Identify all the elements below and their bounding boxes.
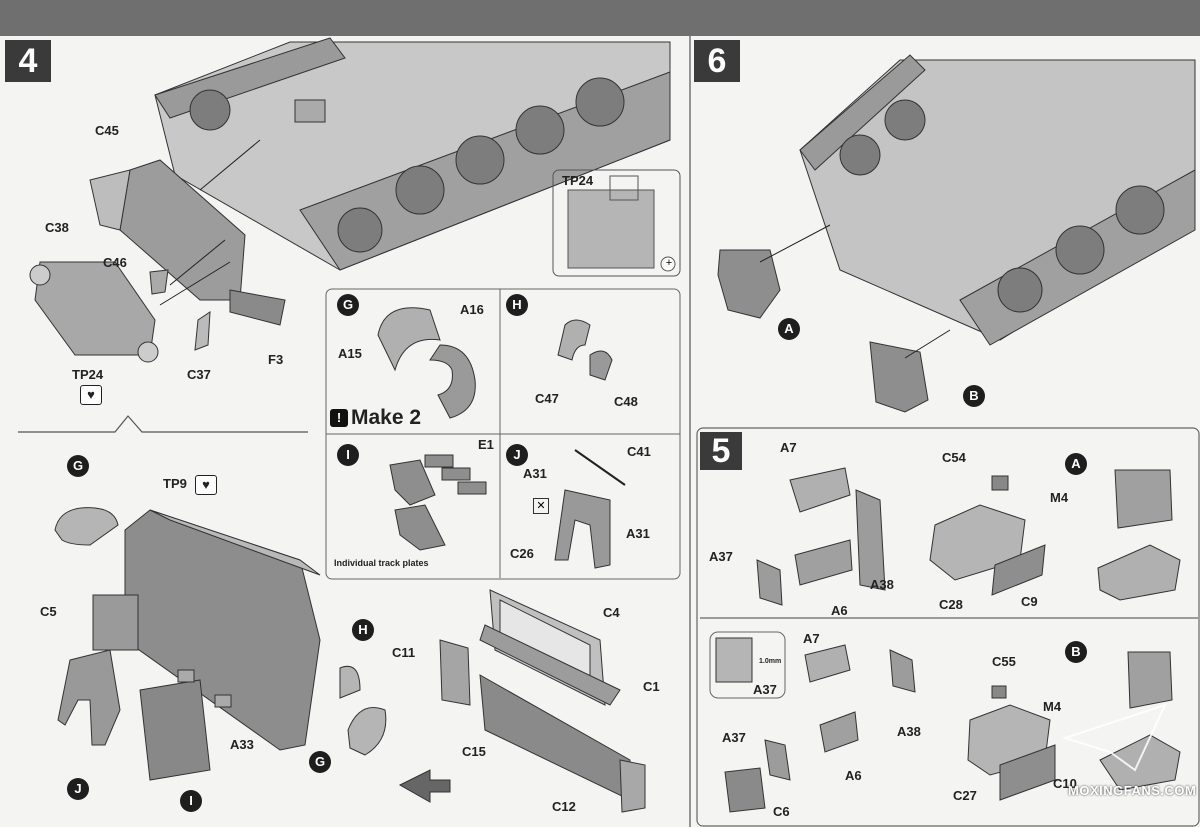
watermark-text: MOXINGFANS.COM xyxy=(1068,783,1197,798)
part-c45: C45 xyxy=(95,123,119,138)
part-a38-b: A38 xyxy=(897,724,921,739)
part-f3: F3 xyxy=(268,352,284,367)
part-c46: C46 xyxy=(103,255,127,270)
inset-thickness: 1.0mm xyxy=(759,658,782,665)
track-plates-i xyxy=(389,454,487,551)
callout-g: G xyxy=(337,294,359,316)
part-a6-b: A6 xyxy=(845,768,862,783)
step-6-badge: 6 xyxy=(694,40,740,82)
zoom-in-icon: + xyxy=(665,257,673,269)
hull-underside-4 xyxy=(154,37,671,271)
part-a7-b: A7 xyxy=(803,631,820,646)
callout-g-top: G xyxy=(67,455,89,477)
warning-icon: ! xyxy=(330,409,348,427)
make-2-note: Make 2 xyxy=(351,406,422,429)
part-c11: C11 xyxy=(392,645,416,660)
tow-hook-j xyxy=(554,449,626,569)
part-c48: C48 xyxy=(614,394,638,409)
exhaust-pipe-g xyxy=(377,307,476,419)
part-c6: C6 xyxy=(773,804,790,819)
part-e1: E1 xyxy=(478,437,494,452)
part-a7-a: A7 xyxy=(780,440,797,455)
part-c4: C4 xyxy=(603,605,620,620)
stowage-box-b xyxy=(709,631,1181,813)
part-c47: C47 xyxy=(535,391,559,406)
hull-underside-6 xyxy=(717,54,1196,413)
rear-plate-assembly xyxy=(29,139,286,363)
part-a33: A33 xyxy=(230,737,254,752)
broken-heart-icon-tp9: ♥ xyxy=(195,475,217,495)
callout-i-lower: I xyxy=(180,790,202,812)
part-c9: C9 xyxy=(1021,594,1038,609)
step-4-badge: 4 xyxy=(5,40,51,82)
part-a37-a: A37 xyxy=(709,549,733,564)
callout-h: H xyxy=(506,294,528,316)
part-a31-right: A31 xyxy=(626,526,650,541)
part-m4-a: M4 xyxy=(1050,490,1069,505)
callout-b-step5: B xyxy=(1065,641,1087,663)
callout-a-step6: A xyxy=(778,318,800,340)
part-c37: C37 xyxy=(187,367,211,382)
cut-icon: ✕ xyxy=(533,498,549,514)
track-plates-note: Individual track plates xyxy=(334,558,429,568)
detail-tp24-label: TP24 xyxy=(562,173,594,188)
part-a16: A16 xyxy=(460,302,484,317)
watermark-plane xyxy=(1061,703,1167,772)
part-c26: C26 xyxy=(510,546,534,561)
broken-heart-icon: ♥ xyxy=(80,385,102,405)
hull-side-plates xyxy=(398,589,646,813)
part-c55: C55 xyxy=(992,654,1016,669)
part-m4-b: M4 xyxy=(1043,699,1062,714)
inset-a37: A37 xyxy=(753,682,777,697)
part-c38: C38 xyxy=(45,220,69,235)
part-c41: C41 xyxy=(627,444,651,459)
part-a37-b: A37 xyxy=(722,730,746,745)
callout-i: I xyxy=(337,444,359,466)
part-tp9: TP9 xyxy=(163,476,187,491)
callout-h-lower: H xyxy=(352,619,374,641)
callout-b-step6: B xyxy=(963,385,985,407)
part-c15: C15 xyxy=(462,744,486,759)
part-a38-a: A38 xyxy=(870,577,894,592)
part-a31-left: A31 xyxy=(523,466,547,481)
tp24-detail xyxy=(552,169,681,277)
part-c12: C12 xyxy=(552,799,576,814)
part-c1: C1 xyxy=(643,679,660,694)
callout-j-lower: J xyxy=(67,778,89,800)
part-c10: C10 xyxy=(1053,776,1077,791)
step-5-badge: 5 xyxy=(700,432,742,470)
exhaust-pipe-h xyxy=(557,319,613,381)
part-c28: C28 xyxy=(939,597,963,612)
exhaust-box xyxy=(54,507,387,781)
part-c5: C5 xyxy=(40,604,57,619)
callout-j: J xyxy=(506,444,528,466)
callout-a-step5: A xyxy=(1065,453,1087,475)
stowage-box-a xyxy=(756,467,1181,606)
part-a15: A15 xyxy=(338,346,362,361)
part-tp24: TP24 xyxy=(72,367,104,382)
callout-g-bottom: G xyxy=(309,751,331,773)
part-c54: C54 xyxy=(942,450,966,465)
part-c27: C27 xyxy=(953,788,977,803)
part-a6-a: A6 xyxy=(831,603,848,618)
